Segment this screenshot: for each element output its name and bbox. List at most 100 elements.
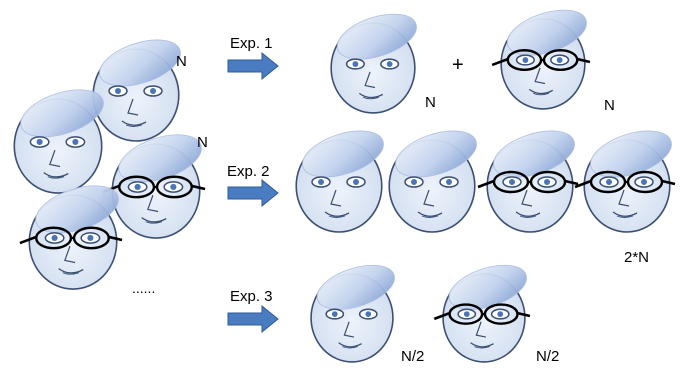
glasses-left-arm — [574, 179, 592, 189]
mouth-line — [141, 217, 167, 223]
face-top — [92, 39, 181, 142]
mouth-inner — [125, 124, 143, 127]
mouth-line — [470, 342, 494, 348]
glasses-left-arm — [491, 57, 509, 67]
mouth-inner — [62, 272, 80, 275]
exp1-face-glasses — [491, 9, 591, 110]
mouth-line — [324, 211, 350, 217]
hair-shape — [395, 130, 477, 178]
nose-line — [147, 194, 159, 213]
nose-line — [330, 189, 342, 207]
exp1-label: Exp. 1 — [230, 35, 273, 52]
left-eye-pupil — [509, 179, 515, 185]
nose-line — [475, 321, 487, 338]
nose-line — [423, 189, 435, 207]
mouth-inner — [363, 96, 380, 100]
mouth-inner — [616, 215, 634, 218]
glasses-right-arm — [191, 184, 206, 191]
left-eye-pupil — [115, 88, 121, 94]
exp2-face-plain-1 — [295, 130, 384, 233]
nose-line — [343, 321, 355, 338]
exp2-face-plain-2 — [388, 130, 477, 233]
nose-line — [49, 149, 61, 168]
exp3-count-plain: N/2 — [401, 348, 424, 365]
exp2-face-glasses-1 — [477, 130, 579, 233]
right-eye-pupil — [170, 183, 177, 191]
hair-shape — [20, 89, 104, 138]
nose-line — [64, 245, 76, 264]
face-left — [13, 89, 104, 194]
exp3-row: Exp. 3 N/2 N/2 — [227, 264, 559, 365]
left-eye-pupil — [606, 179, 612, 185]
left-eye-pupil — [318, 179, 324, 185]
left-eye-pupil — [411, 179, 417, 185]
exp2-count: 2*N — [624, 249, 649, 266]
right-eye-pupil — [556, 57, 563, 63]
mouth-inner — [342, 346, 358, 349]
exp3-label: Exp. 3 — [230, 288, 273, 305]
exp3-face-glasses — [433, 264, 531, 363]
arrow-shape — [227, 51, 279, 81]
group-label-top: N — [176, 53, 187, 70]
right-eye-pupil — [544, 179, 550, 185]
right-eye-pupil — [87, 234, 94, 242]
mouth-line — [121, 120, 147, 126]
exp2-arrow-icon — [227, 178, 279, 208]
mouth-inner — [533, 92, 550, 96]
arrow-shape — [227, 304, 279, 334]
exp3-face-plain — [310, 264, 395, 363]
hair-shape — [302, 130, 384, 178]
left-eye-pupil — [352, 61, 359, 67]
exp1-plus: + — [452, 54, 464, 76]
face-glasses-bottom — [19, 185, 123, 290]
glasses-left-arm — [477, 179, 495, 189]
right-eye-pupil — [72, 138, 79, 146]
glasses-left-arm — [433, 311, 451, 321]
nose-line — [127, 98, 139, 116]
exp1-face-plain — [330, 13, 417, 114]
ellipsis-label: ...... — [132, 280, 155, 296]
right-eye-pupil — [641, 179, 647, 185]
nose-line — [618, 189, 630, 207]
exp3-arrow-icon — [227, 304, 279, 334]
mouth-inner — [145, 221, 163, 224]
hair-shape — [316, 264, 395, 310]
glasses-right-arm — [108, 235, 123, 242]
exp1-count-plain: N — [425, 94, 436, 111]
nose-line — [534, 67, 546, 85]
mouth-inner — [474, 346, 490, 349]
exp2-row: Exp. 2 2*N — [227, 130, 676, 266]
exp2-label: Exp. 2 — [227, 163, 270, 180]
exp2-face-glasses-2 — [574, 130, 676, 233]
left-eye-pupil — [463, 311, 470, 317]
mouth-line — [338, 342, 362, 348]
glasses-right-arm — [576, 57, 591, 64]
mouth-line — [515, 211, 541, 217]
mouth-line — [358, 92, 384, 99]
left-eye-pupil — [134, 183, 141, 191]
right-eye-pupil — [446, 179, 452, 185]
glasses-right-arm — [661, 179, 676, 186]
right-eye-pupil — [353, 179, 359, 185]
hair-shape — [99, 39, 181, 87]
mouth-inner — [421, 215, 439, 218]
arrow-shape — [227, 178, 279, 208]
left-eye-pupil — [331, 311, 338, 317]
exp1-arrow-icon — [227, 51, 279, 81]
left-eye-pupil — [522, 57, 529, 63]
exp1-row: Exp. 1 + N N — [227, 9, 615, 114]
right-eye-pupil — [365, 311, 372, 317]
face-glasses-middle — [102, 134, 206, 239]
nose-line — [521, 189, 533, 207]
group-label-middle: N — [197, 134, 208, 151]
mouth-line — [417, 211, 443, 217]
hair-shape — [336, 13, 417, 60]
mouth-line — [612, 211, 638, 217]
mouth-line — [528, 88, 554, 95]
right-eye-pupil — [150, 88, 156, 94]
mouth-line — [43, 172, 69, 178]
glasses-right-arm — [517, 311, 531, 318]
glasses-right-arm — [564, 179, 579, 186]
right-eye-pupil — [386, 61, 393, 67]
mouth-inner — [328, 215, 346, 218]
